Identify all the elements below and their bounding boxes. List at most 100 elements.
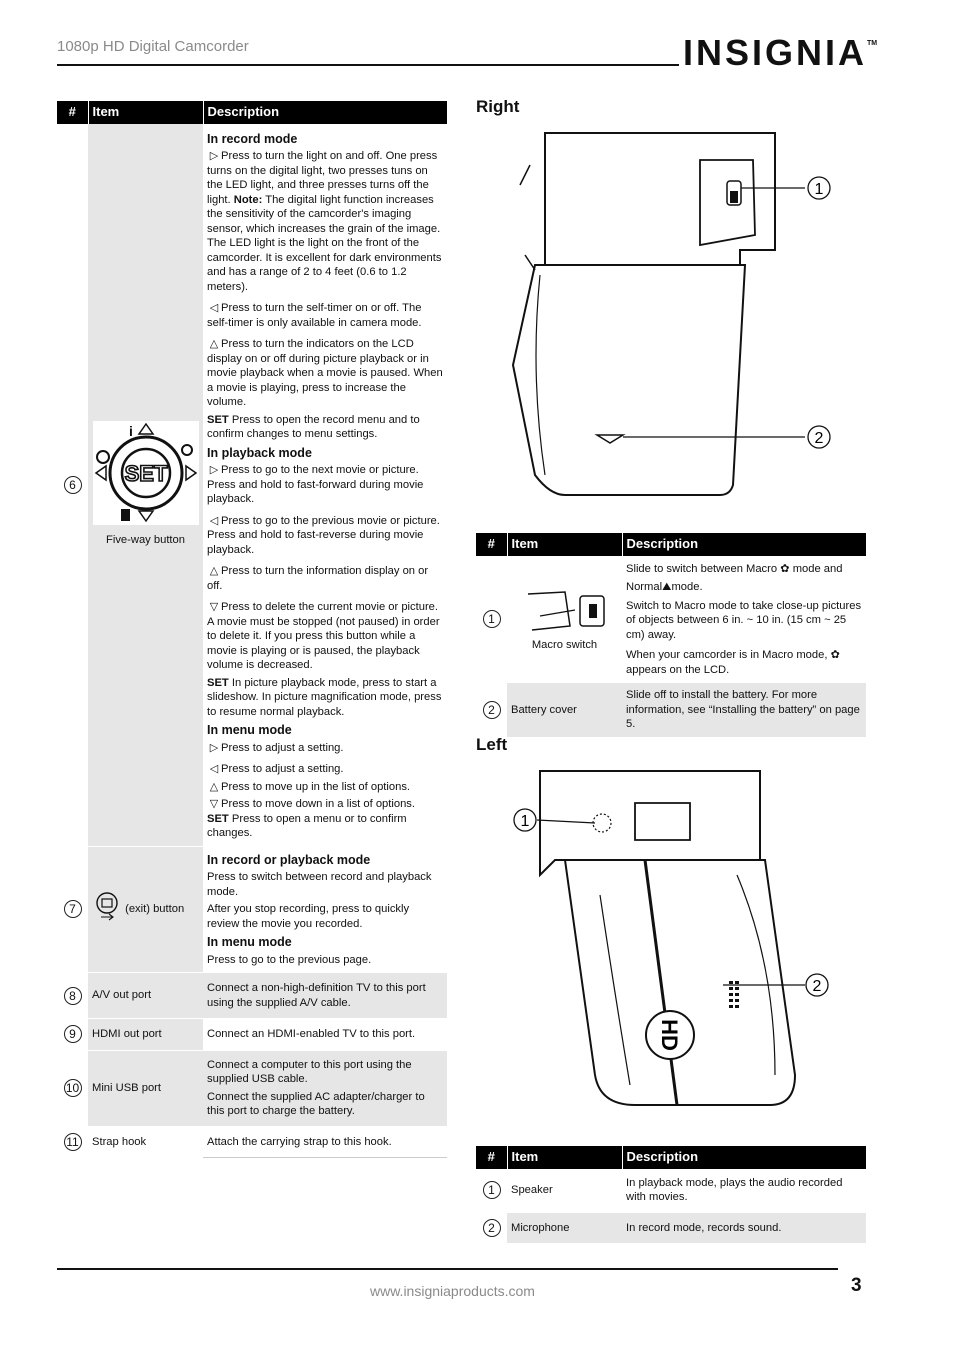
down-arrow-icon: ▽ [209,798,219,810]
right-arrow-icon: ▷ [209,464,219,476]
table-row: 10 Mini USB port Connect a computer to t… [57,1050,447,1127]
macro-text-1: Slide to switch between Macro [626,562,778,575]
down-arrow-icon: ▽ [209,601,219,613]
row-description: In playback mode, plays the audio record… [622,1168,866,1213]
right-arrow-icon: ▷ [209,150,219,162]
row-item: Mini USB port [88,1050,203,1127]
footer-url: www.insigniaproducts.com [370,1283,535,1299]
right-table: # Item Description 1 Macro switch Slide … [476,533,866,738]
exit-button-icon [92,891,122,928]
menu-up-text: Press to move up in the list of options. [221,780,411,793]
table-header: # Item Description [57,101,447,124]
col-num: # [476,1146,508,1169]
record-up-text: Press to turn the indicators on the LCD … [207,338,443,408]
row-item: Speaker [507,1168,622,1213]
record-right-text: Press to turn the light on and off. One … [207,150,438,206]
row-number: 10 [63,1079,82,1097]
col-description: Description [622,1146,866,1169]
logo-text: INSIGNIA [683,32,868,73]
set-label: SET [207,676,229,689]
five-way-button-label: Five-way button [106,534,185,547]
row-number: 8 [63,986,82,1005]
callout-1: 1 [815,181,824,198]
hd-badge: HD [657,1019,682,1051]
controls-table: # Item Description 6 SET i Five-way butt… [57,101,447,1158]
header-rule [57,64,679,66]
menu-set-text: Press to open a menu or to confirm chang… [207,812,407,840]
macro-flower-icon: ✿ [780,562,790,575]
play-down-text: Press to delete the current movie or pic… [207,601,440,671]
playback-mode-heading: In playback mode [207,445,312,460]
row-number: 7 [63,900,82,919]
callout-1: 1 [521,813,530,830]
left-section-title: Left [476,735,508,754]
row-number: 2 [482,700,501,719]
svg-text:i: i [129,423,133,439]
page-number: 3 [851,1275,862,1296]
macro-text-1b: mode and [792,562,843,575]
exit-text-1: Press to switch between record and playb… [207,871,432,898]
callout-2: 2 [813,978,822,995]
row-description: Slide off to install the battery. For mo… [622,682,866,738]
left-table: # Item Description 1 Speaker In playback… [476,1146,866,1244]
table-row: 7 (exit) button In record or playback mo… [57,846,447,973]
exit-text-3: Press to go to the previous page. [207,953,372,966]
note-label: Note: [233,193,263,206]
macro-lcd-icon: ✿ [830,649,840,661]
left-arrow-icon: ◁ [209,302,219,314]
macro-text-4: When your camcorder is in Macro mode, [626,649,828,661]
trademark-mark: TM [867,40,878,47]
mountain-icon: ⛰ [662,581,672,593]
note-text: The digital light function increases the… [207,193,442,293]
up-arrow-icon: △ [209,780,219,793]
table-row: 9 HDMI out port Connect an HDMI-enabled … [57,1018,447,1051]
table-header: # Item Description [476,533,866,556]
table-row: 2 Microphone In record mode, records sou… [476,1212,866,1244]
row-item: Microphone [507,1212,622,1244]
five-way-button-icon: SET i [92,421,199,526]
row-number: 2 [482,1218,501,1237]
right-section-title: Right [476,97,520,116]
table-row: 11 Strap hook Attach the carrying strap … [57,1126,447,1158]
row-item: A/V out port [88,972,203,1019]
left-arrow-icon: ◁ [209,514,219,527]
row-number: 1 [482,1181,501,1199]
col-item: Item [507,1146,623,1169]
macro-switch-icon [527,590,605,631]
row-item: HDMI out port [88,1018,203,1051]
usb-text-1: Connect a computer to this port using th… [207,1058,412,1086]
record-mode-heading: In record mode [207,131,298,146]
record-playback-heading: In record or playback mode [207,852,371,867]
macro-switch-label: Macro switch [531,638,598,651]
macro-text-2b: mode. [671,581,703,593]
table-row: 1 Macro switch Slide to switch between M… [476,555,866,683]
row-description: In record mode, records sound. [622,1212,866,1244]
macro-text-4b: appears on the LCD. [626,663,730,676]
play-set-text: In picture playback mode, press to start… [207,676,442,718]
menu-mode-heading: In menu mode [207,935,292,949]
brand-logo: INSIGNIATM [683,32,877,74]
row-description: Connect an HDMI-enabled TV to this port. [203,1018,447,1051]
table-row: 2 Battery cover Slide off to install the… [476,682,866,738]
menu-right-text: Press to adjust a setting. [221,741,344,754]
document-title: 1080p HD Digital Camcorder [57,38,249,55]
play-up-text: Press to turn the information display on… [207,565,429,592]
exit-text-2: After you stop recording, press to quick… [207,903,410,930]
table-row: 8 A/V out port Connect a non-high-defini… [57,972,447,1019]
exit-button-label: (exit) button [125,903,185,916]
col-description: Description [203,101,447,124]
macro-text-3: Switch to Macro mode to take close-up pi… [626,599,862,641]
col-item: Item [88,101,204,124]
menu-left-text: Press to adjust a setting. [221,763,344,775]
col-description: Description [622,533,866,556]
set-label: SET [207,413,229,426]
table-header: # Item Description [476,1146,866,1169]
row-description: Connect a non-high-definition TV to this… [203,972,447,1019]
play-right-text: Press to go to the next movie or picture… [207,464,424,505]
record-left-text: Press to turn the self-timer on or off. … [207,302,422,329]
menu-down-text: Press to move down in a list of options. [221,798,416,810]
camcorder-right-view-icon: 1 2 [511,132,831,496]
macro-text-2: Normal [626,581,663,593]
col-num: # [57,101,89,124]
table-row: 1 Speaker In playback mode, plays the au… [476,1168,866,1213]
